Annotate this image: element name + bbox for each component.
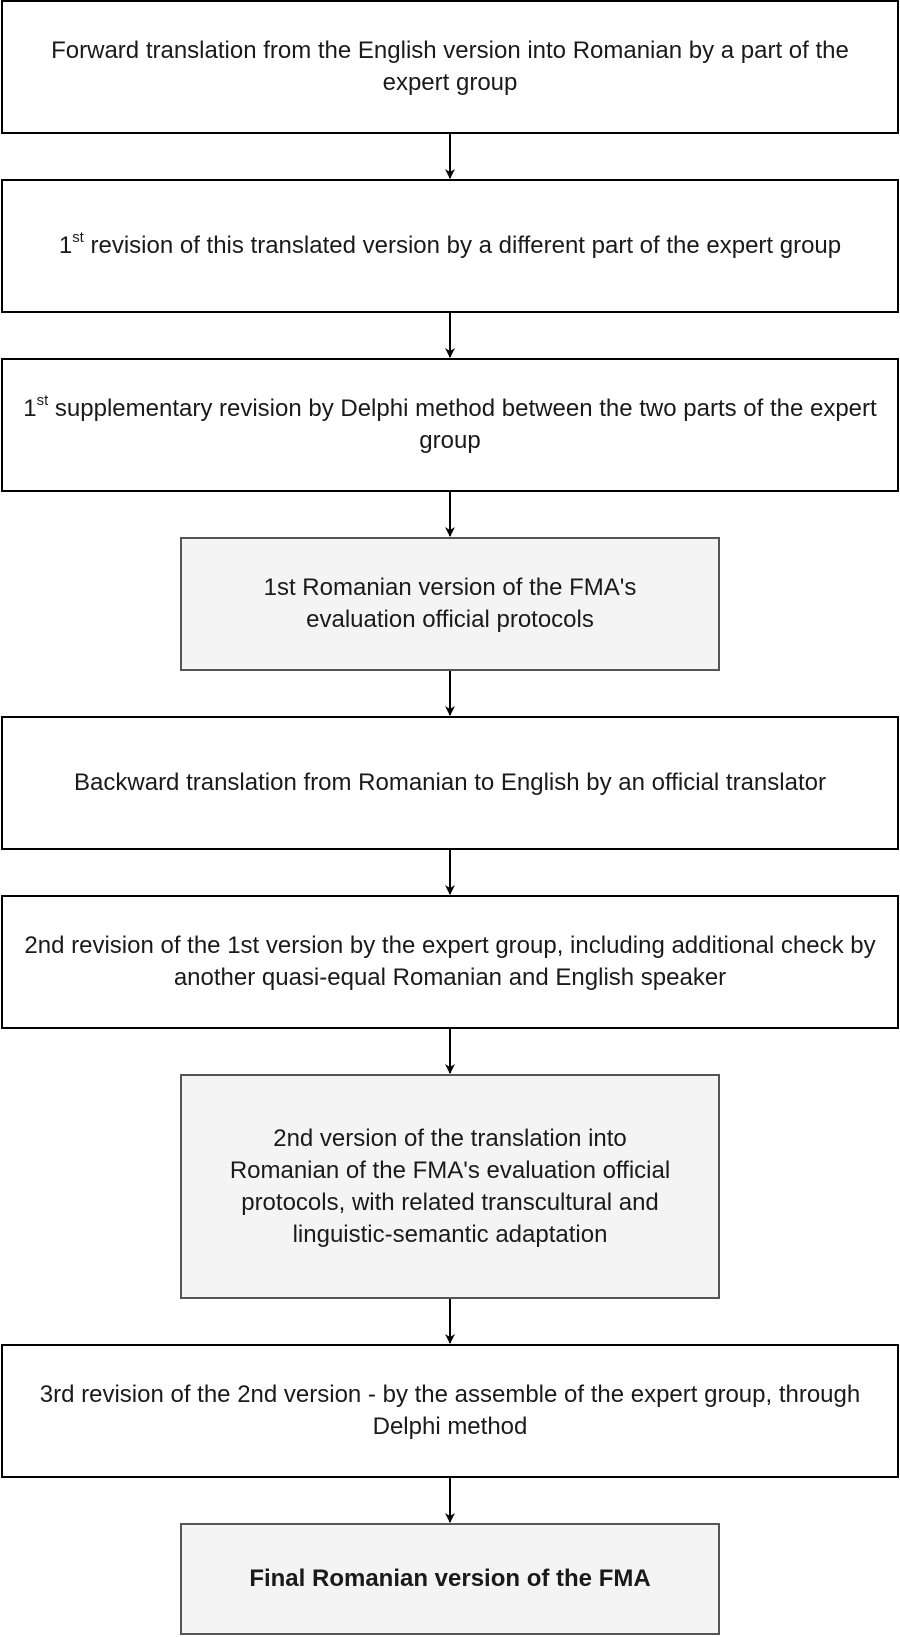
- output-final-romanian-version-text: Final Romanian version of the FMA: [249, 1565, 651, 1592]
- step-second-revision: 2nd revision of the 1st version by the e…: [1, 895, 899, 1029]
- step-supplementary-revision: 1st supplementary revision by Delphi met…: [1, 358, 899, 492]
- output-first-romanian-version: 1st Romanian version of the FMA's evalua…: [180, 537, 720, 671]
- step-backward-translation: Backward translation from Romanian to En…: [1, 716, 899, 850]
- step-second-revision-text: 2nd revision of the 1st version by the e…: [24, 932, 876, 991]
- output-second-version-text: 2nd version of the translation into Roma…: [229, 1124, 671, 1248]
- step-supplementary-revision-text: 1st supplementary revision by Delphi met…: [23, 392, 877, 454]
- step-forward-translation-text: Forward translation from the English ver…: [51, 37, 849, 96]
- step-first-revision-text: 1st revision of this translated version …: [58, 229, 842, 259]
- output-first-romanian-version-text: 1st Romanian version of the FMA's evalua…: [263, 574, 637, 633]
- step-forward-translation: Forward translation from the English ver…: [1, 0, 899, 134]
- output-second-version: 2nd version of the translation into Roma…: [180, 1074, 720, 1299]
- step-backward-translation-text: Backward translation from Romanian to En…: [74, 769, 826, 796]
- step-third-revision-text: 3rd revision of the 2nd version - by the…: [39, 1381, 861, 1440]
- step-third-revision: 3rd revision of the 2nd version - by the…: [1, 1344, 899, 1478]
- step-first-revision: 1st revision of this translated version …: [1, 179, 899, 313]
- output-final-romanian-version: Final Romanian version of the FMA: [180, 1523, 720, 1635]
